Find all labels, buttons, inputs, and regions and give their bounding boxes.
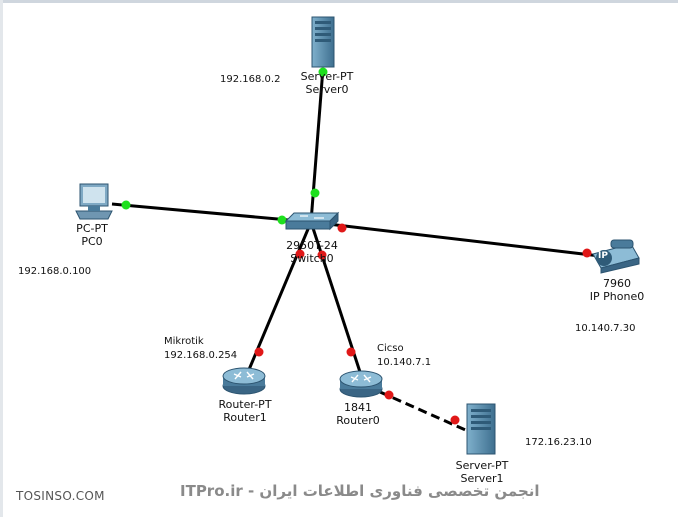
server1-name: Server1 <box>460 472 504 485</box>
phone0-name: IP Phone0 <box>589 290 645 303</box>
pc0-label: PC-PT PC0 <box>76 222 108 248</box>
router1-vendor-note: Mikrotik <box>164 336 204 347</box>
router0-model: 1841 <box>343 401 372 414</box>
pc0-ip-note: 192.168.0.100 <box>18 266 92 277</box>
server1-model: Server-PT <box>455 459 509 472</box>
cable-switch0-router0[interactable] <box>309 221 362 373</box>
pc0-model: PC-PT <box>76 222 108 235</box>
port-light-switch0-phone0-phone0 <box>582 248 592 258</box>
switch-icon <box>284 211 340 231</box>
router1-model: Router-PT <box>218 398 272 411</box>
server0-model: Server-PT <box>300 70 354 83</box>
workspace-left-border <box>0 0 3 517</box>
server0-name: Server0 <box>305 83 349 96</box>
router0-ip-note: 10.140.7.1 <box>377 357 432 368</box>
router1-name: Router1 <box>223 411 267 424</box>
router0-vendor-note: Cicso <box>377 343 404 354</box>
router0-name: Router0 <box>336 414 380 427</box>
router1-ip-note: 192.168.0.254 <box>164 350 238 361</box>
port-light-switch0-pc0-switch0 <box>277 215 287 225</box>
pc-icon <box>75 183 113 220</box>
port-light-switch0-server0-switch0 <box>310 188 320 198</box>
ip-badge: IP <box>598 251 608 261</box>
server0-ip-note: 192.168.0.2 <box>220 74 281 85</box>
port-light-switch0-phone0-switch0 <box>337 223 347 233</box>
server-icon <box>466 403 496 455</box>
switch0-label: 2950T-24 Switch0 <box>286 239 338 265</box>
port-light-router0-server1-server1 <box>450 415 460 425</box>
server-icon <box>311 16 335 68</box>
router0-device[interactable] <box>338 369 384 399</box>
pc0-name: PC0 <box>81 235 103 248</box>
phone0-ip-note: 10.140.7.30 <box>575 323 636 334</box>
port-light-switch0-router1-switch0 <box>295 249 305 259</box>
switch0-device[interactable] <box>284 211 340 231</box>
server1-label: Server-PT Server1 <box>456 459 509 485</box>
pc0-device[interactable] <box>74 183 114 221</box>
switch0-model: 2950T-24 <box>286 239 338 252</box>
port-light-switch0-router0-router0 <box>346 347 356 357</box>
router1-device[interactable] <box>221 366 267 396</box>
ip-phone-icon <box>592 239 640 274</box>
port-light-router0-server1-router0 <box>384 390 394 400</box>
workspace-top-border <box>0 0 678 3</box>
cable-router0-server1[interactable] <box>379 390 471 434</box>
port-light-switch0-router1-router1 <box>254 347 264 357</box>
router-icon <box>339 370 383 398</box>
server1-ip-note: 172.16.23.10 <box>525 437 592 448</box>
server0-device[interactable] <box>311 16 335 68</box>
port-light-switch0-pc0-pc0 <box>121 200 131 210</box>
router-icon <box>222 367 266 395</box>
switch0-name: Switch0 <box>290 252 334 265</box>
watermark-tosinso: TOSINSO.COM <box>16 489 105 503</box>
server1-device[interactable] <box>466 403 496 455</box>
phone0-device[interactable]: IP <box>591 238 641 274</box>
watermark-itpro: ITPro.ir - انجمن تخصصی فناوری اطلاعات ای… <box>180 482 540 500</box>
port-light-switch0-server0-server0 <box>318 67 328 77</box>
phone0-label: 7960 IP Phone0 <box>590 277 644 303</box>
router0-label: 1841 Router0 <box>336 401 379 427</box>
router1-label: Router-PT Router1 <box>218 398 271 424</box>
cable-switch0-router1[interactable] <box>246 221 313 373</box>
server0-label: Server-PT Server0 <box>301 70 354 96</box>
port-light-switch0-router0-switch0 <box>317 250 327 260</box>
cable-switch0-phone0[interactable] <box>310 220 601 258</box>
phone0-model: 7960 <box>602 277 631 290</box>
